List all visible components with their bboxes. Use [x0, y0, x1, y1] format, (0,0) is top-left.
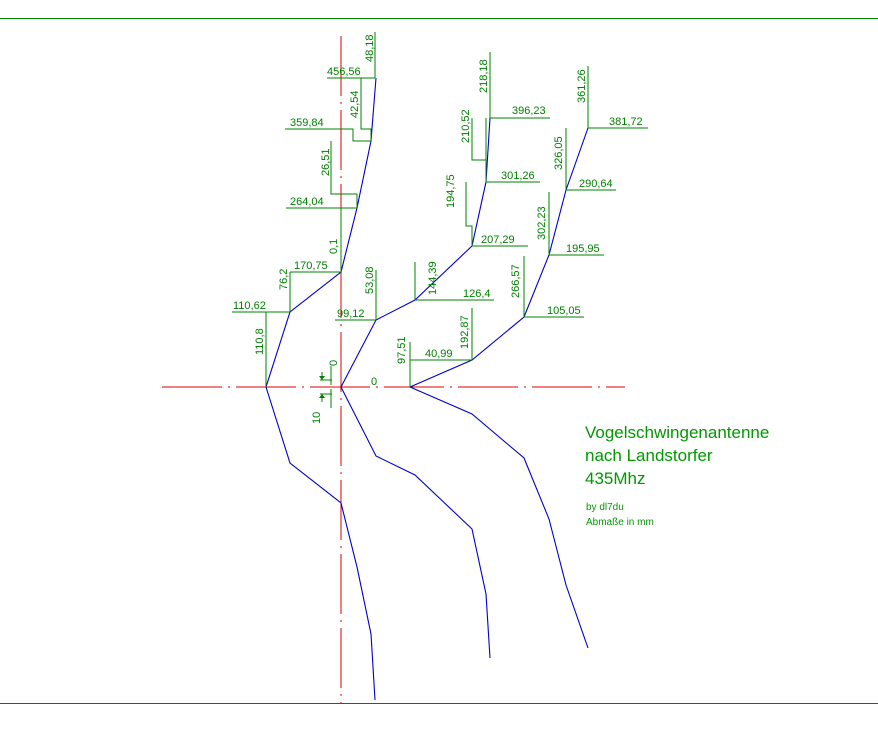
dim-110-8: 110,8: [254, 328, 266, 355]
element-3-dimension-lines: [409, 66, 648, 387]
dim-192-87: 192,87: [459, 315, 471, 349]
dim-0-horizontal: 0: [371, 376, 377, 388]
dim-264-04: 264,04: [290, 196, 324, 208]
dim-266-57: 266,57: [510, 264, 522, 298]
dim-10: 10: [311, 412, 323, 424]
dim-456-56: 456,56: [327, 66, 361, 78]
element-1-lower: [265, 386, 376, 701]
dim-195-95: 195,95: [566, 243, 600, 255]
dim-207-29: 207,29: [481, 234, 515, 246]
dim-302-23: 302,23: [536, 206, 548, 240]
units-note: Abmaße in mm: [586, 517, 654, 528]
title-line-2: nach Landstorfer: [585, 446, 713, 465]
title-line-1: Vogelschwingenantenne: [585, 423, 769, 442]
dim-40-99: 40,99: [425, 348, 453, 360]
dim-48-18: 48,18: [364, 34, 376, 62]
element-1-dimension-lines: [232, 32, 376, 408]
dim-0-vertical: 0: [328, 360, 340, 366]
dim-381-72: 381,72: [609, 116, 643, 128]
dim-210-52: 210,52: [460, 109, 472, 143]
dim-76-2: 76,2: [278, 269, 290, 290]
element-2-lower: [340, 386, 491, 659]
element-3-upper: [409, 127, 589, 388]
dim-126-4: 126,4: [463, 288, 491, 300]
dim-0-1: 0,1: [328, 239, 340, 254]
dim-326-05: 326,05: [553, 136, 565, 170]
dim-42-54: 42,54: [349, 90, 361, 118]
dim-290-64: 290,64: [579, 178, 613, 190]
dim-170-75: 170,75: [294, 260, 328, 272]
dim-361-26: 361,26: [576, 69, 588, 103]
dim-359-84: 359,84: [290, 117, 324, 129]
dim-105-05: 105,05: [547, 305, 581, 317]
dim-26-51: 26,51: [320, 148, 332, 176]
dim-97-51: 97,51: [396, 336, 408, 364]
author-label: by dl7du: [586, 502, 624, 513]
element-2-upper: [340, 117, 491, 388]
dim-110-62: 110,62: [233, 300, 266, 312]
element-3-lower: [409, 386, 589, 649]
element-2-dimension-lines: [335, 52, 550, 387]
dim-194-75: 194,75: [445, 174, 457, 208]
dim-53-08: 53,08: [364, 266, 376, 294]
dim-396-23: 396,23: [512, 105, 546, 117]
dim-218-18: 218,18: [478, 59, 490, 93]
title-line-3: 435Mhz: [585, 469, 645, 488]
dim-301-26: 301,26: [501, 170, 535, 182]
dim-99-12: 99,12: [337, 308, 365, 320]
dim-144-39: 144,39: [427, 261, 439, 295]
element-1-upper: [265, 77, 377, 388]
